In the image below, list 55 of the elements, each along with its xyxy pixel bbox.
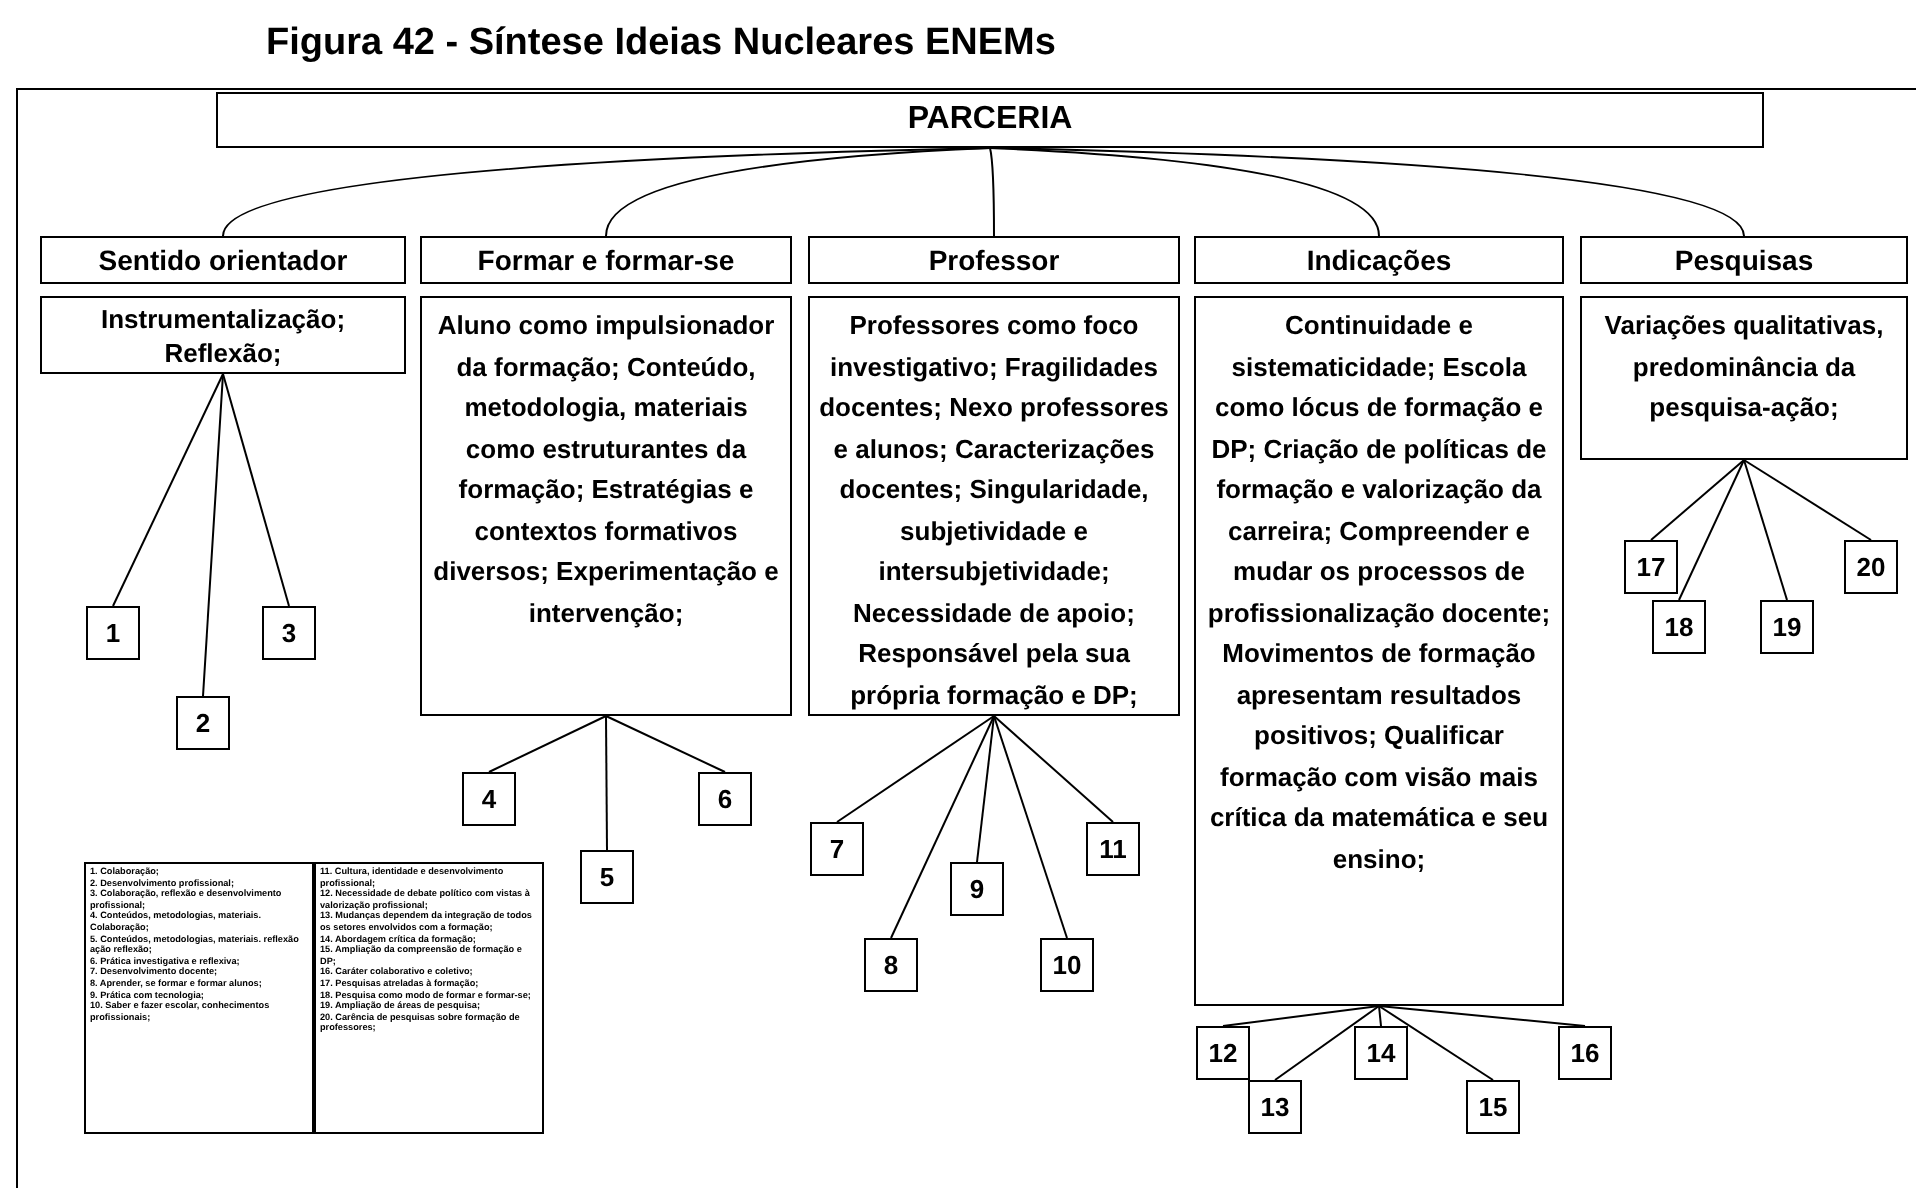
connector-line — [1222, 1005, 1380, 1027]
number-box: 19 — [1760, 600, 1814, 654]
connector-line — [605, 147, 991, 237]
number-box: 1 — [86, 606, 140, 660]
number-box: 18 — [1652, 600, 1706, 654]
connector-line — [1378, 1005, 1494, 1081]
category-box: Sentido orientador — [40, 236, 406, 284]
connector-line — [222, 373, 290, 607]
category-box: Pesquisas — [1580, 236, 1908, 284]
connector-line — [605, 715, 608, 851]
content-box: Continuidade e sistematicidade; Escola como lócus de formação e DP; Criação de políticas de formação e valorização da carreira; Compreender e mudar os processos de profissionalização docente; Movimentos de formação apresentam resultados positivos; Qualificar formação com visão mais crítica da matemática e seu ensino; — [1194, 296, 1564, 1006]
number-box: 2 — [176, 696, 230, 750]
number-box: 20 — [1844, 540, 1898, 594]
connector-line — [112, 373, 224, 607]
connector-line — [890, 715, 995, 939]
connector-line — [989, 147, 995, 237]
content-box: Variações qualitativas, predominância da pesquisa-ação; — [1580, 296, 1908, 460]
number-box: 14 — [1354, 1026, 1408, 1080]
connector-line — [993, 715, 1068, 939]
connector-line — [488, 715, 607, 773]
number-box: 9 — [950, 862, 1004, 916]
number-box: 4 — [462, 772, 516, 826]
content-box: Instrumentalização; Reflexão; — [40, 296, 406, 374]
category-box: Formar e formar-se — [420, 236, 792, 284]
content-box: Professores como foco investigativo; Fragilidades docentes; Nexo professores e alunos; Caracterizações docentes; Singularidade, subjetividade e intersubjetividade; Necessidade de apoio; Responsável pela sua própria formação e DP; — [808, 296, 1180, 716]
number-box: 11 — [1086, 822, 1140, 876]
category-box: Indicações — [1194, 236, 1564, 284]
number-box: 13 — [1248, 1080, 1302, 1134]
connector-line — [1650, 459, 1745, 541]
figure-title: Figura 42 - Síntese Ideias Nucleares ENEMs — [266, 20, 1056, 68]
number-box: 3 — [262, 606, 316, 660]
connector-line — [989, 147, 1745, 237]
number-box: 12 — [1196, 1026, 1250, 1080]
connector-line — [1378, 1005, 1586, 1027]
number-box: 6 — [698, 772, 752, 826]
connector-line — [1678, 459, 1745, 601]
connector-line — [605, 715, 726, 773]
category-box: Professor — [808, 236, 1180, 284]
connector-line — [836, 715, 995, 823]
connector-line — [976, 715, 995, 863]
content-box: Aluno como impulsionador da formação; Conteúdo, metodologia, materiais como estruturantes da formação; Estratégias e contextos formativos diversos; Experimentação e intervenção; — [420, 296, 792, 716]
number-box: 5 — [580, 850, 634, 904]
connector-line — [1378, 1005, 1382, 1027]
connector-line — [1743, 459, 1872, 541]
number-box: 8 — [864, 938, 918, 992]
root-box: PARCERIA — [216, 92, 1764, 148]
number-box: 16 — [1558, 1026, 1612, 1080]
number-box: 7 — [810, 822, 864, 876]
connector-line — [1274, 1005, 1380, 1081]
number-box: 15 — [1466, 1080, 1520, 1134]
connector-line — [202, 373, 224, 697]
connector-line — [993, 715, 1114, 823]
number-box: 10 — [1040, 938, 1094, 992]
number-box: 17 — [1624, 540, 1678, 594]
connector-line — [1743, 459, 1788, 601]
